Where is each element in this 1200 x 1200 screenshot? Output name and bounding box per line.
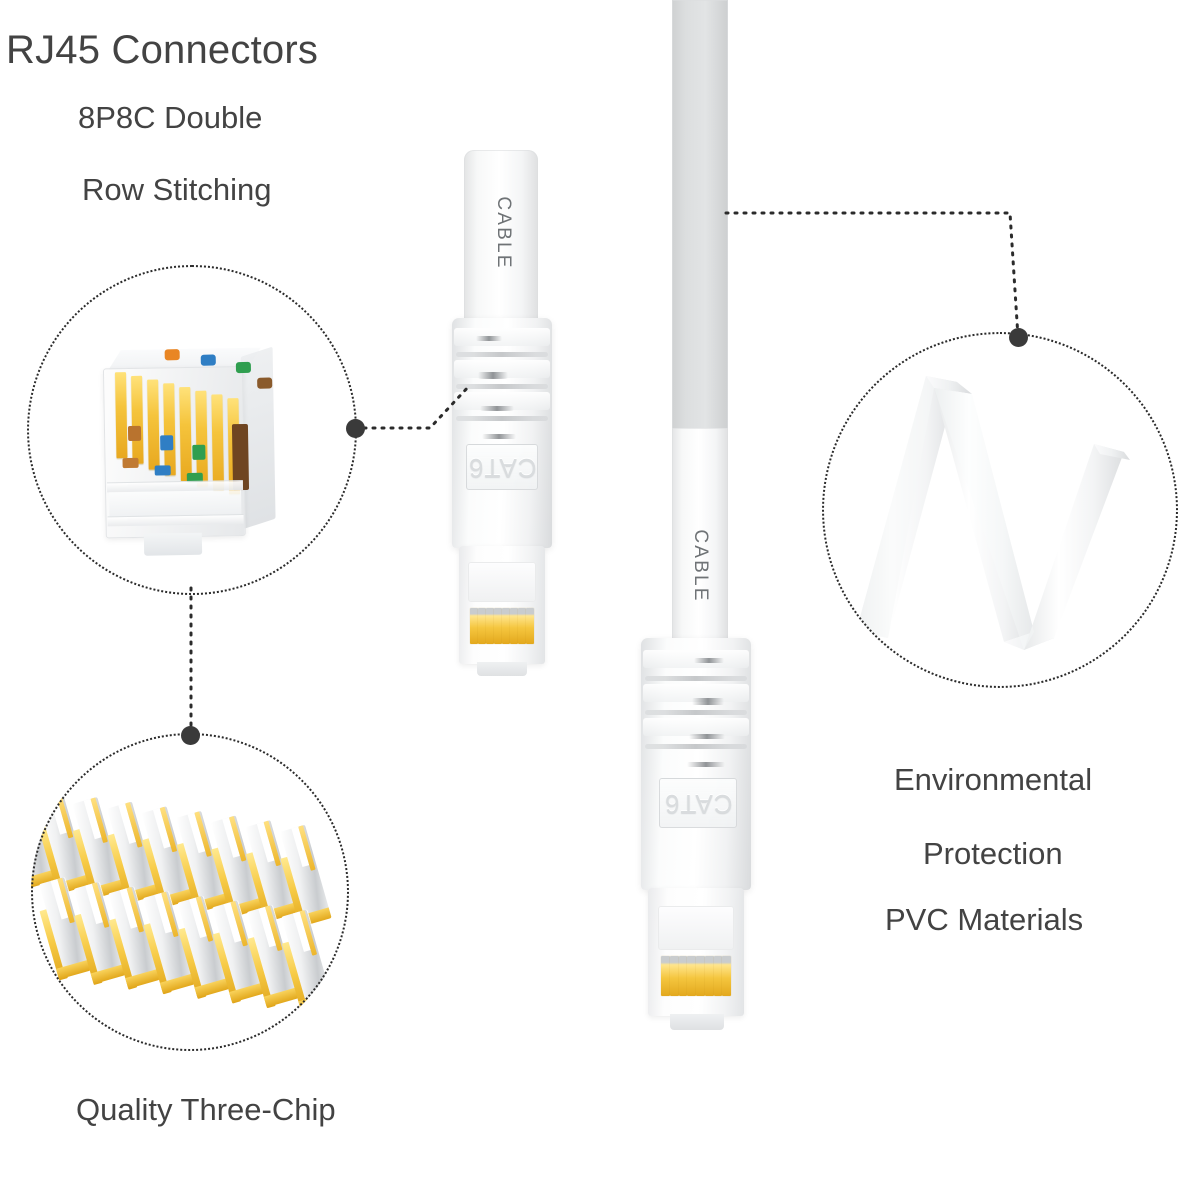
cat6-label-left: CAT6 bbox=[467, 452, 537, 483]
cat6-label-box-right: CAT6 bbox=[659, 778, 737, 828]
callout-circle-connector-internals bbox=[27, 265, 357, 595]
gold-pin-row-right bbox=[661, 956, 731, 996]
caption-protection: Protection bbox=[923, 836, 1063, 871]
cat6-label-box-left: CAT6 bbox=[466, 444, 538, 490]
leader-dot-contact-blades bbox=[181, 726, 200, 745]
cat6-label-right: CAT6 bbox=[663, 788, 733, 819]
gold-pin-row-left bbox=[470, 608, 534, 644]
leader-dot-connector-internals bbox=[346, 419, 365, 438]
caption-quality-three-chip: Quality Three-Chip bbox=[76, 1092, 336, 1127]
flat-cable-left bbox=[464, 150, 538, 325]
cable-print-label-right: CABLE bbox=[690, 529, 711, 603]
page-title: RJ45 Connectors bbox=[6, 28, 319, 72]
cable-print-label-left: CABLE bbox=[493, 196, 514, 270]
connector-boot-right: CAT6 bbox=[641, 638, 751, 890]
flat-cable-right-lower bbox=[672, 428, 728, 644]
plug-latch-tab-left bbox=[477, 662, 527, 676]
flat-cable-right-upper bbox=[672, 0, 728, 430]
callout-circle-flat-cable bbox=[822, 332, 1178, 688]
leader-dot-flat-cable bbox=[1009, 328, 1028, 347]
subtitle-line-1: 8P8C Double bbox=[78, 100, 263, 135]
rj45-plug-right bbox=[648, 888, 744, 1016]
subtitle-line-2: Row Stitching bbox=[82, 172, 272, 207]
connector-boot-left: CAT6 bbox=[452, 318, 552, 548]
rj45-plug-left bbox=[459, 546, 545, 664]
plug-latch-tab-right bbox=[670, 1014, 724, 1030]
caption-environmental: Environmental bbox=[894, 762, 1093, 797]
callout-circle-contact-blades bbox=[31, 733, 349, 1051]
caption-pvc-materials: PVC Materials bbox=[885, 902, 1084, 937]
